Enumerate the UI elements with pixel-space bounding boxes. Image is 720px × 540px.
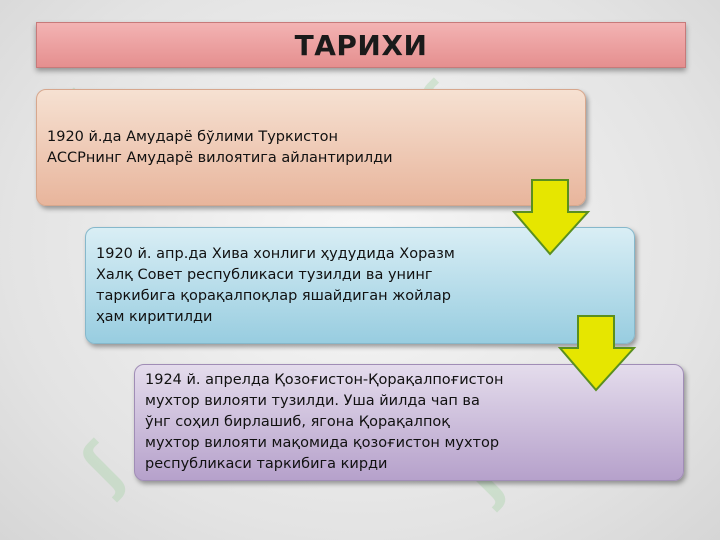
watermark-logo: ʃ xyxy=(67,431,139,503)
page-title: ТАРИХИ xyxy=(294,28,428,62)
step-text-2: 1920 й. апр.да Хива хонлиги ҳудудида Хор… xyxy=(96,245,455,325)
down-arrow-icon xyxy=(558,315,637,392)
step-box-1: 1920 й.да Амударё бўлими Туркистон АССРн… xyxy=(36,89,586,206)
step-text-3: 1924 й. апрелда Қозоғистон-Қорақалпоғист… xyxy=(145,372,504,472)
step-text-1: 1920 й.да Амударё бўлими Туркистон АССРн… xyxy=(47,128,393,166)
down-arrow-icon xyxy=(512,179,591,256)
title-banner: ТАРИХИ xyxy=(36,22,686,68)
